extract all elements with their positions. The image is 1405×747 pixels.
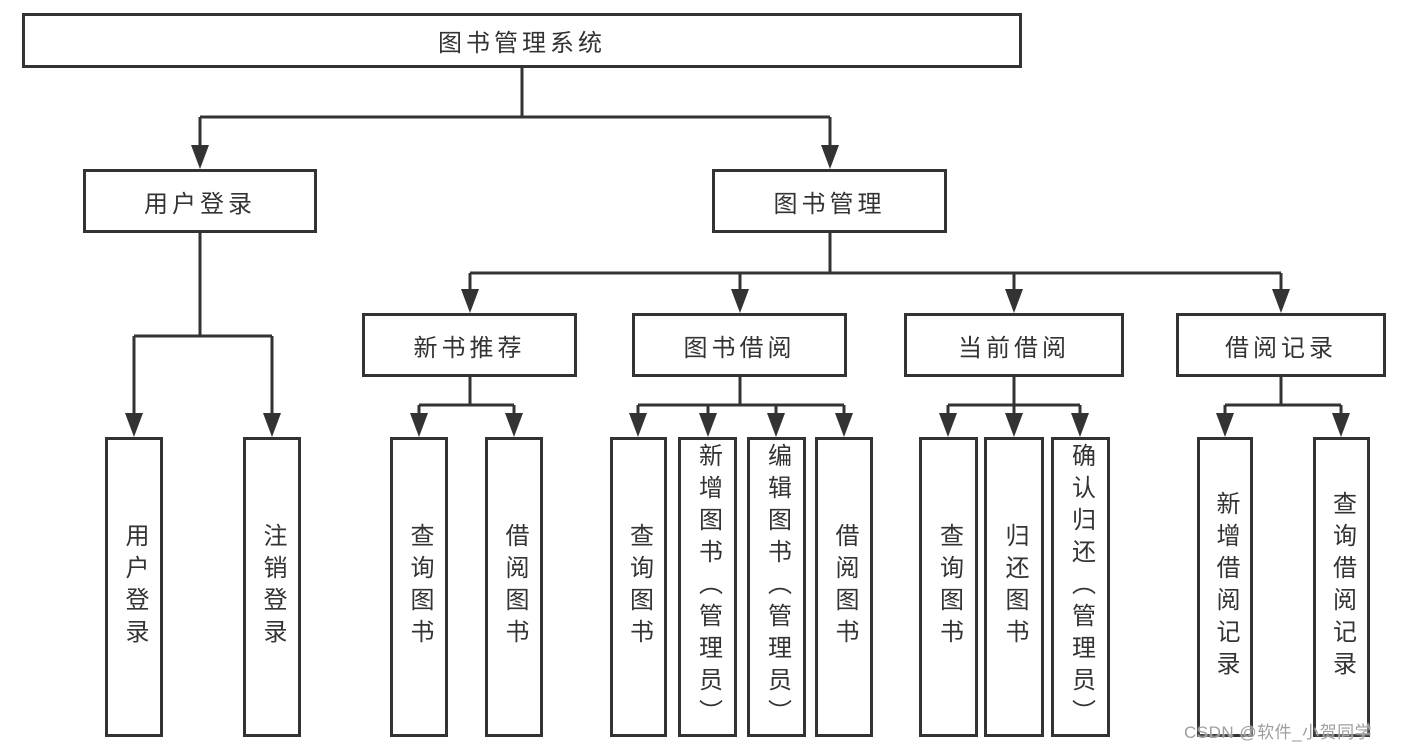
node-book-borrowing: 图书借阅: [632, 313, 847, 377]
leaf-logout: 注销登录: [243, 437, 301, 737]
leaf-query-books-borrow: 查询图书: [610, 437, 667, 737]
connector-root: [191, 68, 839, 169]
leaf-query-books-recommend: 查询图书: [390, 437, 448, 737]
leaf-add-borrow-record: 新增借阅记录: [1197, 437, 1253, 737]
leaf-borrow-books: 借阅图书: [815, 437, 873, 737]
connector-book-management: [461, 233, 1290, 313]
connector-borrowing-records: [1216, 377, 1350, 437]
root-node-library-system: 图书管理系统: [22, 13, 1022, 68]
connector-new-book-recommendation: [410, 377, 523, 437]
leaf-confirm-return-admin: 确认归还（管理员）: [1051, 437, 1110, 737]
leaf-return-books: 归还图书: [984, 437, 1044, 737]
leaf-user-login: 用户登录: [105, 437, 163, 737]
node-borrowing-records: 借阅记录: [1176, 313, 1386, 377]
connector-user-login: [125, 233, 281, 437]
node-current-borrowing: 当前借阅: [904, 313, 1124, 377]
leaf-add-books-admin: 新增图书（管理员）: [678, 437, 737, 737]
leaf-borrow-books-recommend: 借阅图书: [485, 437, 543, 737]
connector-current-borrowing: [939, 377, 1089, 437]
connector-book-borrowing: [629, 377, 853, 437]
node-user-login: 用户登录: [83, 169, 317, 233]
csdn-watermark: CSDN @软件_小贺同学: [1184, 723, 1373, 742]
leaf-edit-books-admin: 编辑图书（管理员）: [747, 437, 806, 737]
leaf-query-books-current: 查询图书: [919, 437, 978, 737]
node-book-management: 图书管理: [712, 169, 947, 233]
node-new-book-recommendation: 新书推荐: [362, 313, 577, 377]
leaf-query-borrow-record: 查询借阅记录: [1313, 437, 1370, 737]
